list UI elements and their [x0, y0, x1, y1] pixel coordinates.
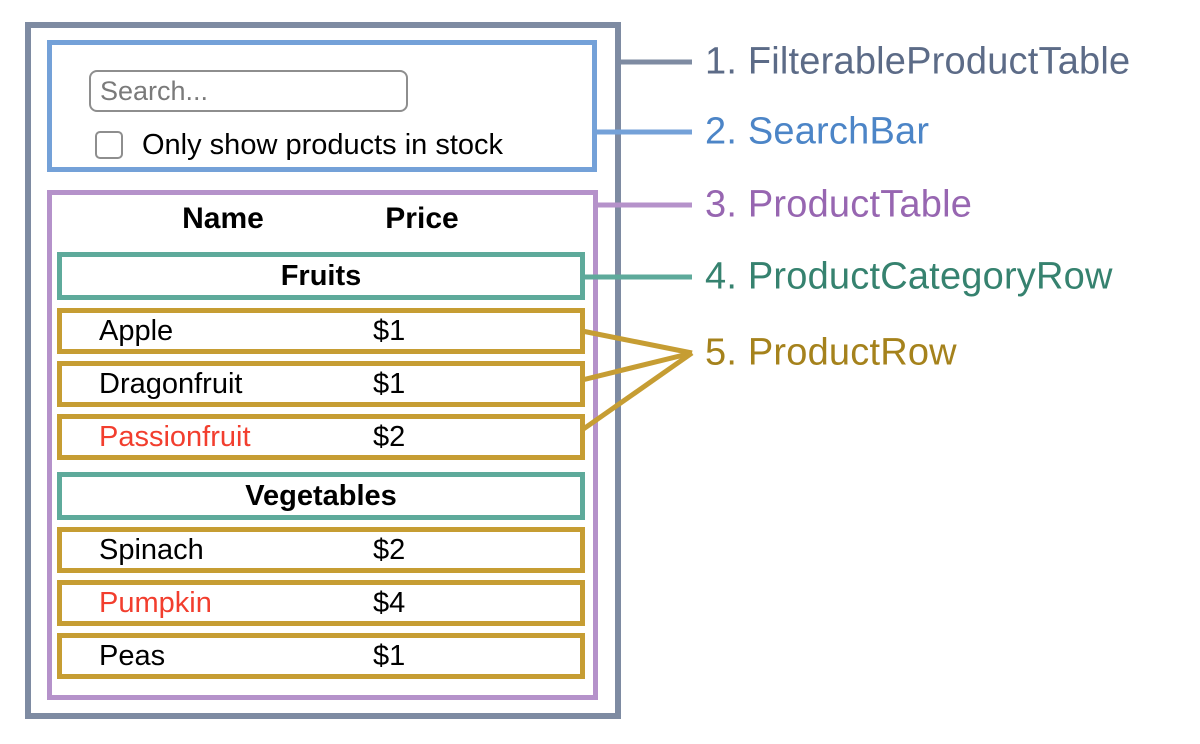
product-name: Peas — [99, 639, 166, 672]
product-name: Dragonfruit — [99, 367, 243, 400]
column-header-name: Name — [182, 202, 264, 235]
product-name: Apple — [99, 314, 174, 347]
legend-product-category-row: 4. ProductCategoryRow — [705, 255, 1113, 298]
legend-product-table: 3. ProductTable — [705, 183, 973, 226]
search-input[interactable] — [89, 70, 408, 112]
search-bar-box: Only show products in stock — [47, 40, 597, 172]
product-row: Passionfruit $2 — [57, 414, 585, 460]
product-row: Peas $1 — [57, 633, 585, 679]
column-header-price: Price — [385, 202, 459, 235]
product-name: Spinach — [99, 533, 204, 566]
product-table-box: Name Price Fruits Apple $1 Dragonfruit $… — [47, 190, 598, 700]
filterable-product-table-box: Only show products in stock Name Price F… — [25, 22, 621, 719]
product-row: Pumpkin $4 — [57, 580, 585, 626]
legend-product-row: 5. ProductRow — [705, 331, 957, 374]
product-price: $1 — [373, 367, 406, 400]
product-price: $2 — [373, 533, 406, 566]
in-stock-checkbox-label: Only show products in stock — [142, 129, 504, 161]
product-price: $1 — [373, 314, 406, 347]
product-row: Dragonfruit $1 — [57, 361, 585, 407]
product-name-out-of-stock: Pumpkin — [99, 586, 212, 619]
product-row: Apple $1 — [57, 308, 585, 354]
product-price: $4 — [373, 586, 406, 619]
legend-filterable-product-table: 1. FilterableProductTable — [705, 40, 1131, 83]
product-name-out-of-stock: Passionfruit — [99, 420, 251, 453]
in-stock-checkbox[interactable] — [95, 131, 123, 159]
product-price: $1 — [373, 639, 406, 672]
category-row-vegetables: Vegetables — [57, 472, 585, 520]
product-price: $2 — [373, 420, 406, 453]
legend-search-bar: 2. SearchBar — [705, 110, 930, 153]
product-row: Spinach $2 — [57, 527, 585, 573]
category-row-fruits: Fruits — [57, 252, 585, 300]
